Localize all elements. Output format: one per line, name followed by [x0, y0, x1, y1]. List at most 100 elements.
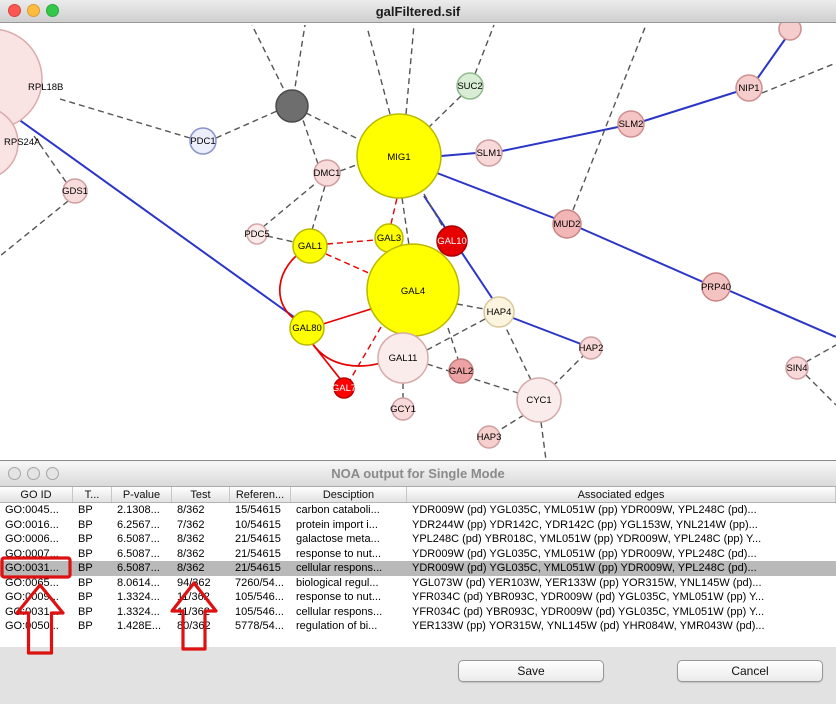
- minimize-button[interactable]: [27, 4, 40, 17]
- close-button[interactable]: [8, 467, 21, 480]
- column-header-test[interactable]: Test: [172, 487, 230, 502]
- edge-pd[interactable]: [302, 119, 319, 165]
- column-header-go-id[interactable]: GO ID: [0, 487, 73, 502]
- edge-pp[interactable]: [501, 126, 619, 152]
- node-label-gal2: GAL2: [449, 366, 473, 377]
- edge-pd[interactable]: [0, 200, 69, 257]
- node-pdc5[interactable]: [246, 223, 268, 245]
- edge-pd[interactable]: [540, 421, 547, 461]
- edge-red-dash[interactable]: [390, 197, 398, 225]
- node-rps24a[interactable]: [0, 107, 19, 179]
- edge-red-dash[interactable]: [326, 239, 376, 245]
- node-corner-node[interactable]: [778, 23, 802, 41]
- node-sin4[interactable]: [785, 356, 809, 380]
- column-header-p-value[interactable]: P-value: [112, 487, 172, 502]
- column-header-t-[interactable]: T...: [73, 487, 112, 502]
- edge-pp[interactable]: [436, 172, 555, 219]
- node-unnamed-gray[interactable]: [275, 89, 309, 123]
- edge-red[interactable]: [311, 342, 385, 367]
- node-mig1[interactable]: [356, 113, 442, 199]
- edge-pd[interactable]: [456, 303, 485, 310]
- noa-window-titlebar[interactable]: NOA output for Single Mode: [0, 461, 836, 487]
- edge-pd[interactable]: [305, 112, 363, 142]
- edge-pd[interactable]: [311, 185, 326, 231]
- zoom-button[interactable]: [46, 4, 59, 17]
- edge-pd[interactable]: [497, 414, 525, 432]
- edge-red-dash[interactable]: [349, 326, 382, 381]
- edge-pd[interactable]: [262, 182, 317, 228]
- node-slm2[interactable]: [617, 110, 645, 138]
- edge-pd[interactable]: [366, 26, 391, 115]
- edge-pd[interactable]: [266, 235, 295, 243]
- edge-pp[interactable]: [756, 34, 789, 80]
- edge-pd[interactable]: [339, 163, 360, 172]
- edge-pd[interactable]: [761, 62, 836, 94]
- edge-pd[interactable]: [401, 197, 410, 246]
- column-header-desciption[interactable]: Desciption: [291, 487, 407, 502]
- node-slm1[interactable]: [475, 139, 503, 167]
- edge-pd[interactable]: [504, 325, 532, 381]
- node-gal7[interactable]: [333, 377, 355, 399]
- node-gal11[interactable]: [377, 332, 429, 384]
- zoom-button[interactable]: [46, 467, 59, 480]
- node-gds1[interactable]: [62, 178, 88, 204]
- column-header-referen-[interactable]: Referen...: [230, 487, 291, 502]
- table-cell: 8/362: [177, 547, 205, 560]
- minimize-button[interactable]: [27, 467, 40, 480]
- node-gal80[interactable]: [289, 310, 325, 346]
- node-hap3[interactable]: [477, 425, 501, 449]
- node-gal10[interactable]: [436, 225, 468, 257]
- close-button[interactable]: [8, 4, 21, 17]
- edge-pd[interactable]: [447, 327, 459, 360]
- node-cyc1[interactable]: [516, 377, 562, 423]
- edge-red-dash[interactable]: [325, 253, 372, 275]
- edge-pp[interactable]: [0, 105, 295, 318]
- node-gal2[interactable]: [448, 358, 474, 384]
- node-gcy1[interactable]: [391, 397, 415, 421]
- edge-red[interactable]: [322, 308, 372, 325]
- edge-pp[interactable]: [579, 227, 704, 283]
- edge-pd[interactable]: [426, 318, 486, 351]
- edge-pd[interactable]: [474, 24, 495, 75]
- node-hap4[interactable]: [483, 296, 515, 328]
- edge-pp[interactable]: [440, 152, 477, 157]
- node-gal1[interactable]: [292, 228, 328, 264]
- edge-pd[interactable]: [405, 24, 415, 115]
- edge-pd[interactable]: [572, 24, 647, 211]
- node-prp40[interactable]: [701, 272, 731, 302]
- node-mud2[interactable]: [552, 209, 582, 239]
- edge-pd[interactable]: [59, 98, 191, 139]
- edge-pp[interactable]: [643, 91, 737, 122]
- edge-pd[interactable]: [805, 344, 836, 363]
- save-button[interactable]: Save: [458, 660, 604, 682]
- edge-red[interactable]: [310, 341, 342, 381]
- node-dmc1[interactable]: [313, 159, 341, 187]
- network-window-titlebar[interactable]: galFiltered.sif: [0, 0, 836, 23]
- edge-pp[interactable]: [512, 317, 582, 345]
- edge-pd[interactable]: [552, 355, 584, 387]
- edge-pp[interactable]: [729, 290, 836, 338]
- edge-pd[interactable]: [426, 363, 519, 394]
- edge-pd[interactable]: [423, 193, 445, 230]
- node-nip1[interactable]: [735, 74, 763, 102]
- node-rpl18b[interactable]: [0, 28, 43, 130]
- edge-pd[interactable]: [805, 374, 836, 406]
- column-header-associated-edges[interactable]: Associated edges: [407, 487, 836, 502]
- edge-pd[interactable]: [427, 95, 462, 129]
- noa-window-title: NOA output for Single Mode: [331, 466, 505, 481]
- cancel-button[interactable]: Cancel: [677, 660, 823, 682]
- node-hap2[interactable]: [579, 336, 603, 360]
- edge-pd[interactable]: [215, 110, 278, 139]
- node-suc2[interactable]: [456, 72, 484, 100]
- node-pdc1[interactable]: [189, 127, 217, 155]
